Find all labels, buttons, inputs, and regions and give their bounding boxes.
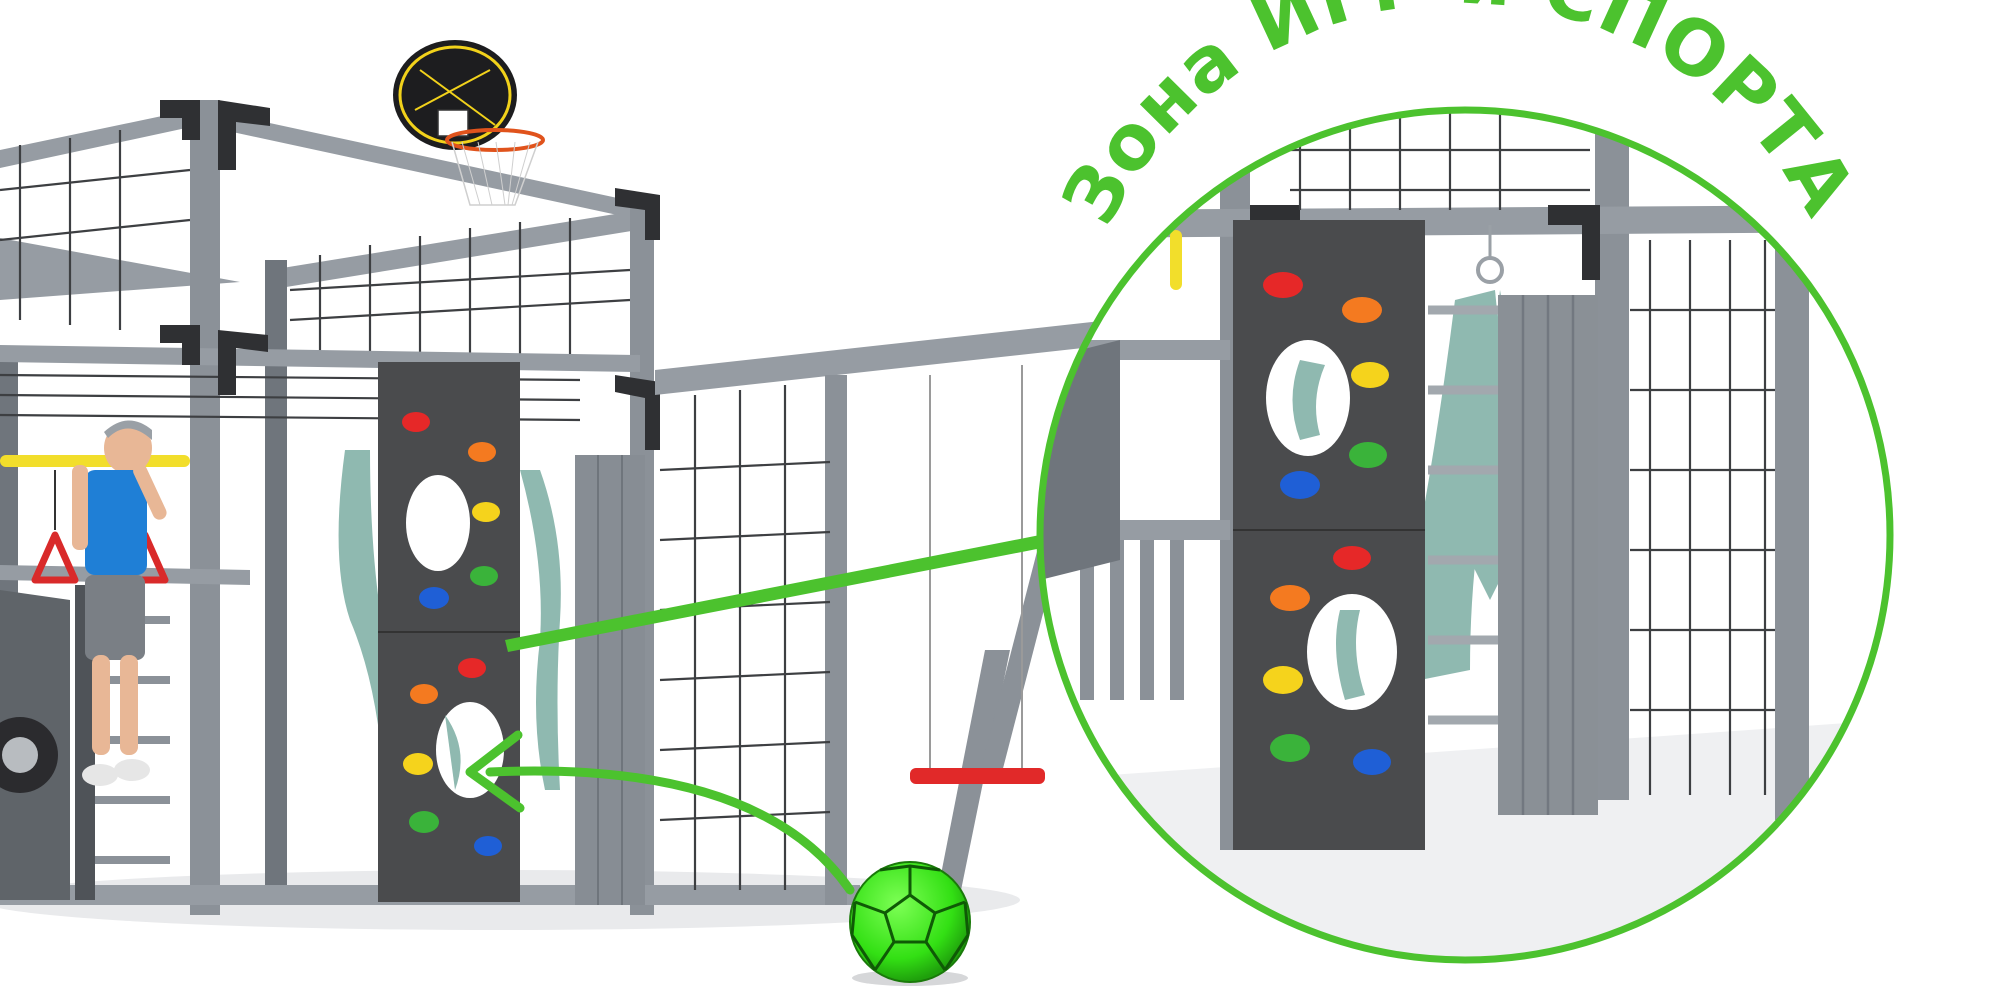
- door-planks: [597, 455, 623, 905]
- climbing-hold-orange: [468, 442, 496, 462]
- corner-bracket: [615, 375, 660, 450]
- inset-hold-orange: [1342, 297, 1382, 323]
- swing: [910, 365, 1045, 784]
- inset-post: [1775, 220, 1809, 820]
- inset-rungs: [1428, 305, 1500, 725]
- inset-hold-yellow: [1351, 362, 1389, 388]
- corner-bracket: [218, 100, 270, 170]
- tower-post-inner: [265, 260, 287, 900]
- inset-hold-yellow: [1263, 666, 1303, 694]
- tower-post-front-left: [190, 100, 220, 915]
- inset-climbing-wall: [1233, 220, 1425, 850]
- inset-hold-red: [1333, 546, 1371, 570]
- inset-hold-red: [1263, 272, 1303, 298]
- climbing-hold-yellow: [472, 502, 500, 522]
- inset-door-planks: [1521, 295, 1575, 815]
- swing-a-frame-leg: [978, 540, 1062, 780]
- inset-climbing-panel: [1233, 220, 1425, 850]
- panel-hole: [406, 475, 470, 571]
- climbing-hold-red: [402, 412, 430, 432]
- upper-rope-net: [0, 130, 631, 360]
- shirt: [85, 470, 147, 575]
- corner-bracket: [218, 330, 268, 395]
- swing-post: [825, 375, 847, 905]
- climbing-hold-orange: [410, 684, 438, 704]
- inset-hold-blue: [1280, 471, 1320, 499]
- child-figure: [72, 420, 167, 786]
- inset-hold-blue: [1353, 749, 1391, 775]
- shorts: [85, 575, 145, 660]
- climbing-hold-yellow: [403, 753, 433, 775]
- hammock-towel: [520, 470, 561, 790]
- corner-bracket: [615, 188, 660, 240]
- climbing-hold-red: [458, 658, 486, 678]
- inset-hold-green: [1270, 734, 1310, 762]
- swing-seat: [910, 768, 1045, 784]
- basketball-hoop: [393, 40, 545, 206]
- top-beam-right: [270, 210, 650, 288]
- ladder-rail: [75, 585, 95, 900]
- climbing-hold-green: [470, 566, 498, 586]
- inset-hold-orange: [1270, 585, 1310, 611]
- play-tower: [0, 40, 1020, 930]
- inset-fence: [1080, 540, 1184, 700]
- climbing-hold-blue: [419, 587, 449, 609]
- climbing-wall: [378, 362, 520, 902]
- inset-bracket: [1548, 205, 1600, 280]
- climbing-hold-green: [409, 811, 439, 833]
- swing-rope-net: [659, 385, 831, 890]
- hoop-rim: [445, 128, 545, 152]
- corner-bracket: [160, 100, 200, 140]
- inset-swing-ring: [1476, 225, 1504, 284]
- pull-up-bar: [0, 455, 190, 467]
- curved-arrow: [465, 730, 855, 895]
- door-panel: [575, 455, 645, 905]
- swing-top-beam: [655, 320, 1110, 395]
- soccer-ball: [849, 861, 971, 986]
- inset-hold-green: [1349, 442, 1387, 468]
- inset-handle: [1170, 230, 1182, 290]
- callout-line: [505, 535, 1042, 652]
- corner-bracket: [160, 325, 200, 365]
- swing-frame: [655, 320, 1110, 905]
- inset-stairs: [1040, 340, 1120, 580]
- climbing-hold-blue: [474, 836, 502, 856]
- top-beam-back: [0, 108, 650, 222]
- inset-side-net: [1630, 240, 1775, 795]
- zoom-inset: [1036, 106, 1894, 964]
